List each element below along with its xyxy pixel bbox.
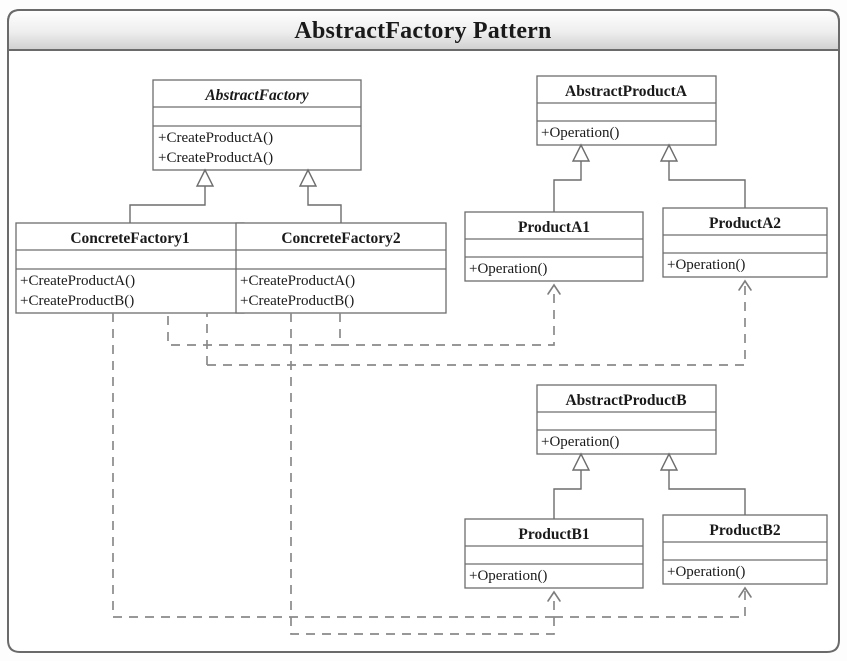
- concrete-factory-2-name: ConcreteFactory2: [281, 230, 401, 247]
- product-a1-name: ProductA1: [518, 219, 590, 236]
- dependency-concrete-factory-2-to-product-b2: [290, 313, 752, 635]
- abstract-product-a-name: AbstractProductA: [565, 83, 688, 100]
- product-a1-outline: [464, 211, 644, 282]
- class-box-product-a2: ProductA2 +Operation(): [662, 207, 828, 278]
- dependency-concrete-factory-1-to-product-a1: [167, 283, 561, 346]
- class-box-abstract-product-a: AbstractProductA +Operation(): [536, 75, 717, 146]
- dependency-arrowhead-icon: [547, 590, 561, 602]
- abstract-product-a-operation-0: +Operation(): [541, 125, 619, 141]
- concrete-factory-1-operation-0: +CreateProductA(): [20, 273, 135, 289]
- product-a2-outline: [662, 207, 828, 278]
- class-box-concrete-factory-2: ConcreteFactory2 +CreateProductA() +Crea…: [235, 222, 447, 314]
- frame-body: [7, 29, 840, 653]
- product-b2-name: ProductB2: [709, 522, 780, 539]
- generalization-product-a1: [553, 143, 591, 212]
- page-title: AbstractFactory Pattern: [294, 18, 551, 44]
- generalization-product-b1: [553, 452, 591, 519]
- generalization-line: [553, 161, 582, 212]
- dependency-line: [339, 287, 555, 346]
- generalization-line: [553, 470, 582, 519]
- abstract-product-b-operation-0: +Operation(): [541, 434, 619, 450]
- abstract-factory-operation-1: +CreateProductA(): [158, 150, 273, 166]
- generalization-line: [129, 186, 206, 223]
- concrete-factory-2-operation-1: +CreateProductB(): [240, 293, 354, 309]
- dependency-arrowhead-icon: [738, 586, 752, 598]
- dependency-line-tail: [167, 313, 340, 346]
- abstract-product-b-name: AbstractProductB: [565, 392, 686, 409]
- dependency-arrowhead-icon: [547, 283, 561, 295]
- generalization-product-b2: [659, 452, 746, 515]
- product-a1-operation-0: +Operation(): [469, 261, 547, 277]
- abstract-factory-operation-0: +CreateProductA(): [158, 130, 273, 146]
- class-box-abstract-product-b: AbstractProductB +Operation(): [536, 384, 717, 455]
- generalization-concrete-factory-2: [298, 168, 342, 223]
- generalization-line: [307, 186, 342, 223]
- product-b2-operation-0: +Operation(): [667, 564, 745, 580]
- generalization-line: [668, 161, 746, 208]
- product-a2-operation-0: +Operation(): [667, 257, 745, 273]
- class-box-product-b2: ProductB2 +Operation(): [662, 514, 828, 585]
- product-a2-name: ProductA2: [709, 215, 781, 232]
- class-box-abstract-factory: AbstractFactory +CreateProductA() +Creat…: [152, 79, 362, 171]
- dependency-concrete-factory-2-to-product-a2: [206, 279, 752, 366]
- dependency-line: [554, 590, 746, 618]
- dependency-concrete-factory-1-to-product-b1: [112, 313, 561, 618]
- concrete-factory-2-outline: [235, 222, 447, 314]
- abstract-product-a-outline: [536, 75, 717, 146]
- product-b1-name: ProductB1: [518, 526, 589, 543]
- generalization-line: [668, 470, 746, 515]
- dependency-arrowhead-icon: [738, 279, 752, 291]
- abstract-product-b-outline: [536, 384, 717, 455]
- generalization-concrete-factory-1: [129, 168, 215, 223]
- concrete-factory-1-name: ConcreteFactory1: [70, 230, 189, 247]
- class-box-product-a1: ProductA1 +Operation(): [464, 211, 644, 282]
- concrete-factory-2-operation-0: +CreateProductA(): [240, 273, 355, 289]
- abstract-factory-name: AbstractFactory: [204, 87, 308, 104]
- product-b1-operation-0: +Operation(): [469, 568, 547, 584]
- frame-title-bar: [7, 9, 840, 51]
- dependency-line-lower: [290, 313, 555, 635]
- concrete-factory-1-operation-1: +CreateProductB(): [20, 293, 134, 309]
- generalization-product-a2: [659, 143, 746, 208]
- product-b2-outline: [662, 514, 828, 585]
- class-box-product-b1: ProductB1 +Operation(): [464, 518, 644, 589]
- class-box-concrete-factory-1: ConcreteFactory1 +CreateProductA() +Crea…: [15, 222, 245, 314]
- dependency-line: [207, 283, 746, 366]
- diagram-frame: AbstractFactory Pattern: [7, 9, 840, 653]
- abstract-factory-outline: [152, 79, 362, 171]
- dependency-line: [112, 313, 555, 618]
